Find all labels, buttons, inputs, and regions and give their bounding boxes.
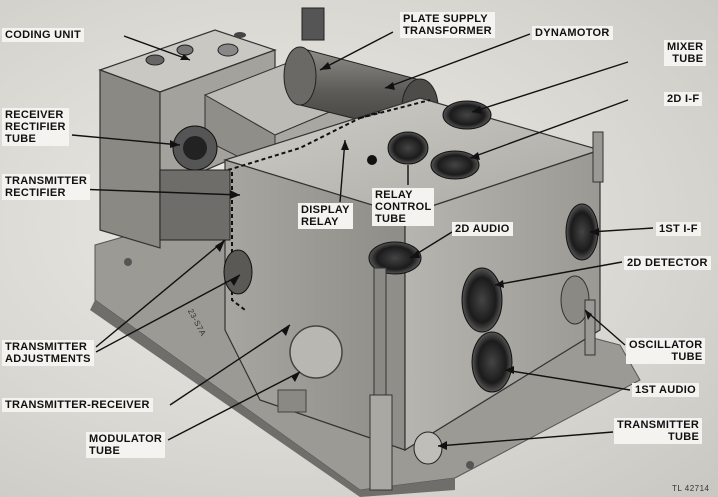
label-line: TUBE bbox=[667, 431, 700, 443]
label-second-audio: 2D AUDIO bbox=[452, 222, 513, 236]
label-second-if: 2D I-F bbox=[664, 92, 703, 106]
label-transmitter-adjustments: TRANSMITTER ADJUSTMENTS bbox=[2, 340, 94, 366]
label-relay-control-tube: RELAY CONTROL TUBE bbox=[372, 188, 435, 226]
label-receiver-rectifier-tube: RECEIVER RECTIFIER TUBE bbox=[2, 108, 69, 146]
label-dynamotor: DYNAMOTOR bbox=[532, 26, 613, 40]
label-oscillator-tube: OSCILLATOR TUBE bbox=[626, 338, 706, 364]
arrowheads bbox=[170, 54, 599, 450]
label-line: RELAY bbox=[301, 216, 339, 228]
figure-reference: TL 42714 bbox=[672, 484, 710, 493]
label-first-audio: 1ST AUDIO bbox=[632, 383, 699, 397]
label-line: MIXER bbox=[667, 41, 704, 53]
label-line: PLATE SUPPLY bbox=[403, 13, 488, 25]
label-line: TUBE bbox=[5, 133, 37, 145]
label-line: CONTROL bbox=[375, 201, 432, 213]
label-line: TUBE bbox=[671, 351, 703, 363]
label-transmitter-tube: TRANSMITTER TUBE bbox=[614, 418, 703, 444]
posts bbox=[369, 131, 604, 491]
tube-sockets bbox=[368, 100, 599, 465]
label-line: OSCILLATOR bbox=[629, 339, 703, 351]
label-line: TUBE bbox=[672, 53, 704, 65]
label-mixer-tube: MIXER TUBE bbox=[664, 40, 707, 66]
label-second-detector: 2D DETECTOR bbox=[624, 256, 711, 270]
label-line: TUBE bbox=[89, 445, 121, 457]
label-line: TRANSMITTER bbox=[617, 419, 700, 431]
leader-lines bbox=[71, 31, 654, 447]
rectifier-tubes bbox=[159, 125, 253, 295]
label-line: RECEIVER bbox=[5, 109, 64, 121]
label-modulator-tube: MODULATOR TUBE bbox=[86, 432, 166, 458]
label-line: MODULATOR bbox=[89, 433, 163, 445]
label-display-relay: DISPLAY RELAY bbox=[298, 203, 353, 229]
label-line: DISPLAY bbox=[301, 204, 350, 216]
label-line: RECTIFIER bbox=[5, 187, 66, 199]
label-plate-supply-transformer: PLATE SUPPLY TRANSFORMER bbox=[400, 12, 495, 38]
label-line: TRANSFORMER bbox=[403, 25, 492, 37]
label-line: TRANSMITTER bbox=[5, 341, 88, 353]
label-first-if: 1ST I-F bbox=[656, 222, 701, 236]
label-coding-unit: CODING UNIT bbox=[2, 28, 85, 42]
label-line: TRANSMITTER bbox=[5, 175, 88, 187]
label-line: ADJUSTMENTS bbox=[5, 353, 91, 365]
label-transmitter-receiver: TRANSMITTER-RECEIVER bbox=[2, 398, 153, 412]
label-line: RECTIFIER bbox=[5, 121, 66, 133]
label-line: TUBE bbox=[375, 213, 407, 225]
label-transmitter-rectifier: TRANSMITTER RECTIFIER bbox=[2, 174, 91, 200]
label-line: RELAY bbox=[375, 189, 413, 201]
